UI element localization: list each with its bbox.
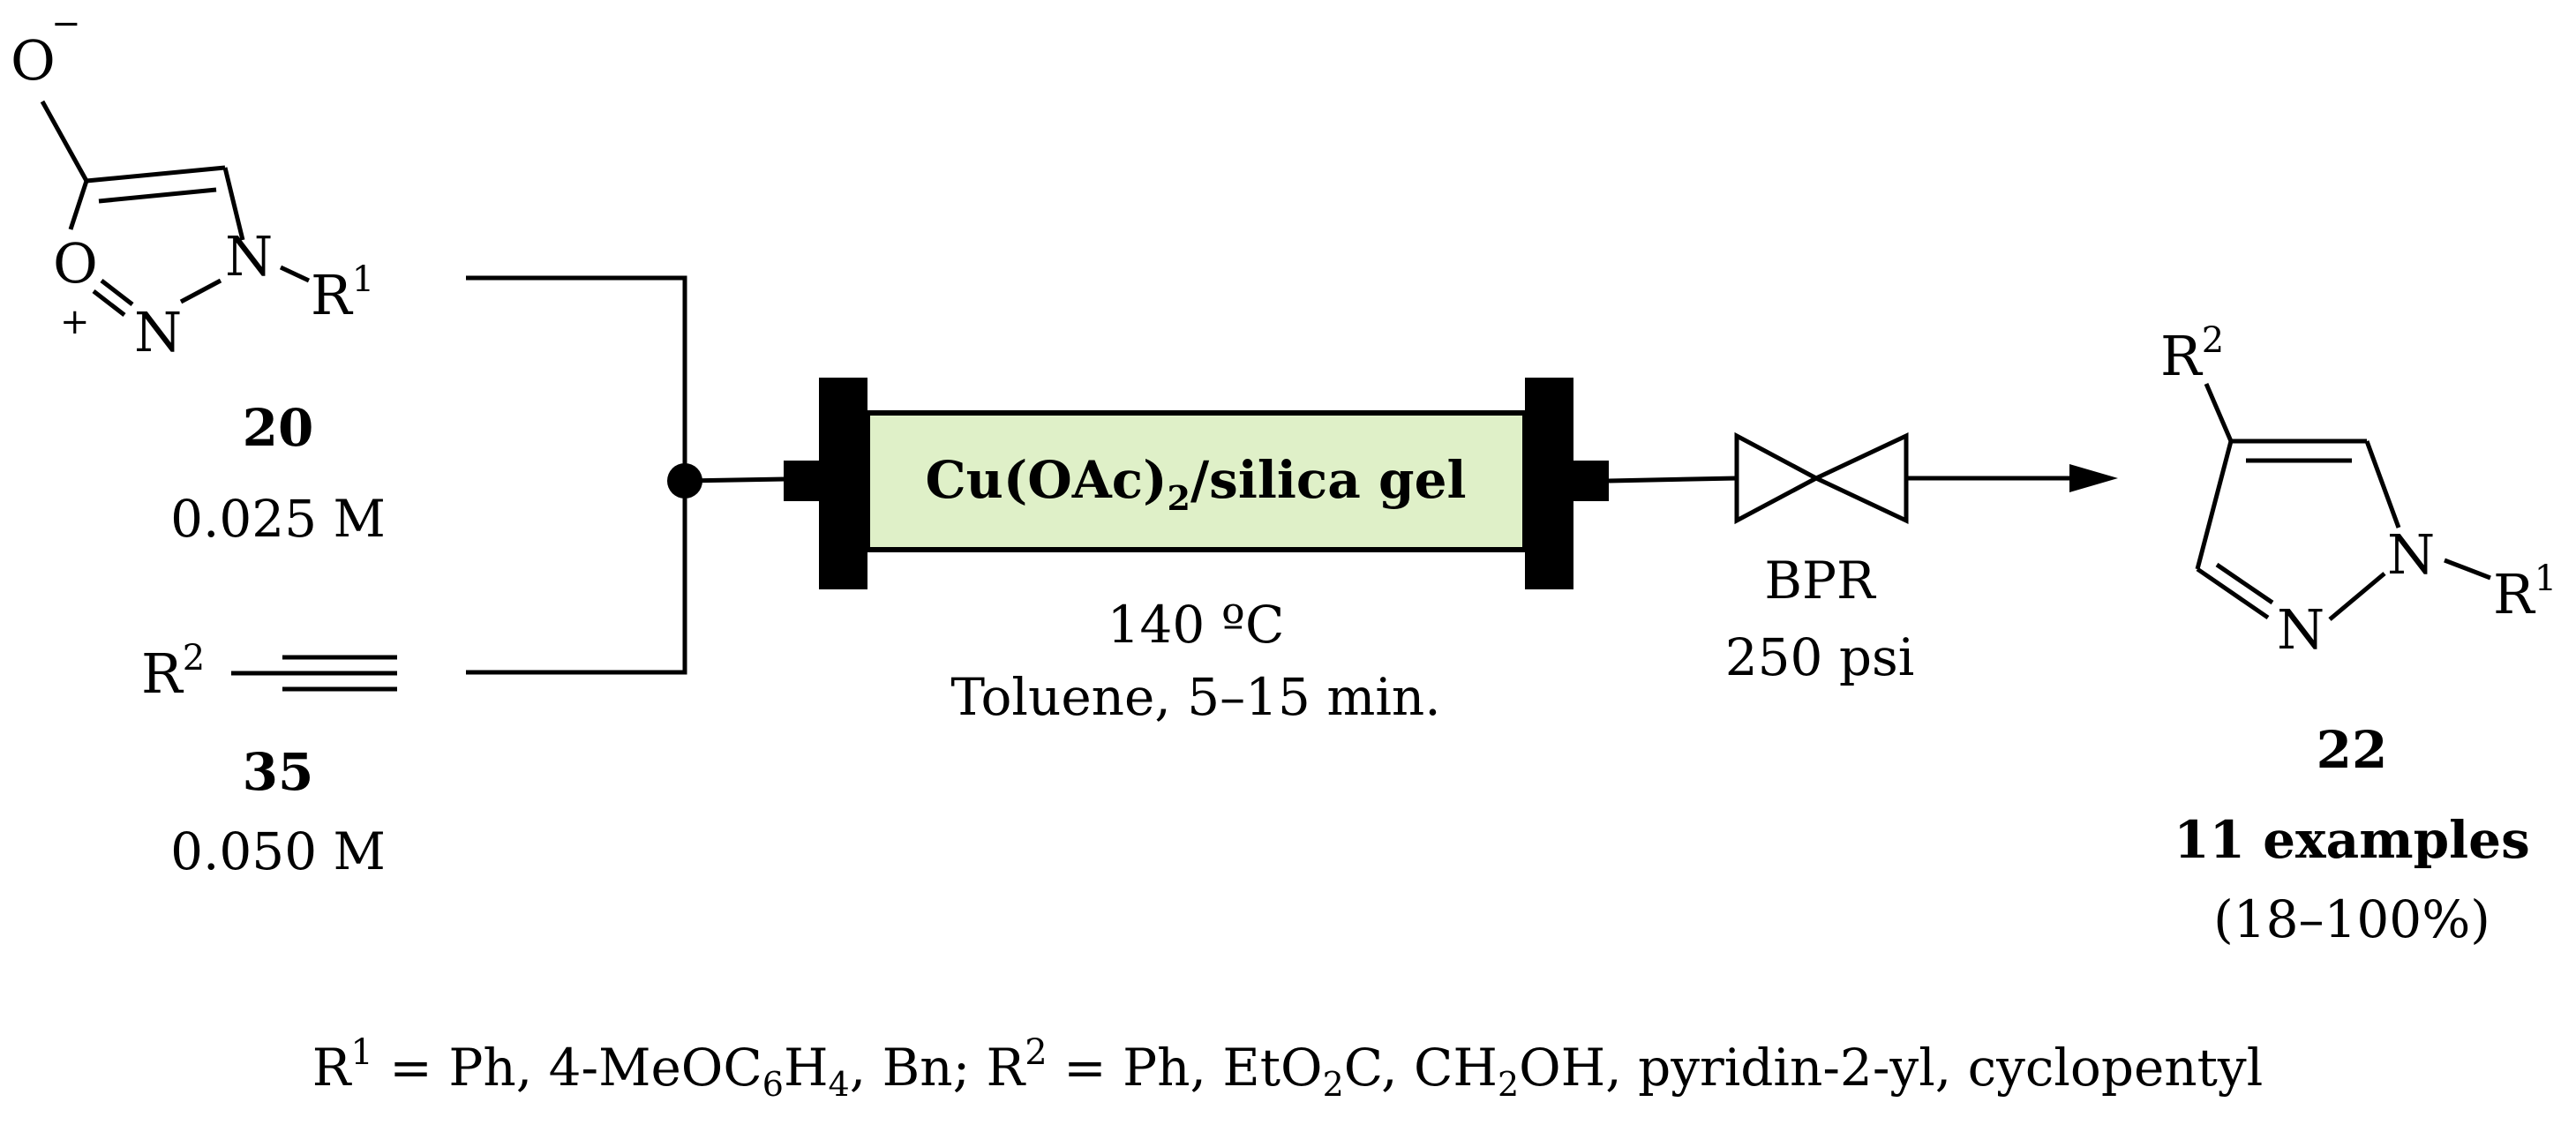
bond-c3-n2 [2196, 566, 2270, 620]
atom-n2: N [134, 300, 182, 364]
back-pressure-regulator [1734, 431, 1909, 525]
bond-exocyclic-o [40, 100, 89, 183]
reaction-solvent-time: Toluene, 5–15 min. [950, 667, 1440, 727]
bond-c4-n3 [222, 167, 245, 241]
sydnone-structure: O − O + N N R1 [11, 4, 374, 364]
atom-n1: N [2387, 522, 2435, 587]
bond-c4-c3 [2195, 440, 2234, 570]
bond-n2-n3 [179, 278, 222, 304]
reactor-label: Cu(OAc)2/silica gel [925, 450, 1466, 518]
line-to-reactor [684, 476, 786, 484]
atom-o-exocyclic: O [11, 28, 56, 93]
outlet-arrowhead [2069, 464, 2118, 492]
substituent-definitions: R1 = Ph, 4-MeOC6H4, Bn; R2 = Ph, EtO2C, … [312, 1032, 2264, 1104]
pyrazole-structure: R2 N N R1 [2160, 320, 2557, 662]
atom-n3: N [225, 224, 273, 289]
bond-o1-n2-a [100, 279, 134, 306]
concentration-20: 0.025 M [170, 489, 386, 549]
reaction-temperature: 140 ºC [1108, 595, 1285, 655]
bond-c4-c5 [86, 165, 226, 184]
bond-c5-o1 [68, 180, 89, 230]
atom-n2: N [2277, 597, 2324, 662]
line-to-bpr [1608, 476, 1738, 484]
r2-alkyne-label: R2 [141, 638, 205, 706]
bond-c3-n2-double [2215, 562, 2274, 605]
feed-line-merge [466, 275, 687, 675]
charge-minus: − [51, 4, 81, 44]
bond-o1-n2-b [92, 289, 126, 317]
atom-o-ring: O [53, 231, 98, 296]
compound-number-22: 22 [2317, 720, 2388, 780]
bond-c4-c5-double [98, 187, 217, 204]
product-r1-label: R1 [2493, 559, 2557, 626]
r1-label: R1 [311, 259, 374, 327]
bond-n3-r1 [279, 265, 311, 283]
compound-number-20: 20 [243, 398, 314, 458]
bond-r2-c4 [2204, 383, 2234, 442]
bond-n1-r1 [2444, 558, 2491, 581]
bond-n2-n1 [2328, 572, 2386, 621]
yield-range: (18–100%) [2213, 889, 2490, 949]
packed-bed-reactor [784, 378, 1609, 589]
alkyne-triple-bond [231, 655, 397, 692]
bpr-pressure: 250 psi [1725, 627, 1915, 687]
charge-plus: + [60, 302, 90, 342]
bond-c5-n1 [2364, 440, 2401, 529]
examples-count: 11 examples [2174, 810, 2529, 870]
compound-number-35: 35 [243, 742, 314, 802]
product-r2-label: R2 [2160, 320, 2224, 388]
bpr-label: BPR [1764, 551, 1877, 611]
concentration-35: 0.050 M [170, 821, 386, 881]
